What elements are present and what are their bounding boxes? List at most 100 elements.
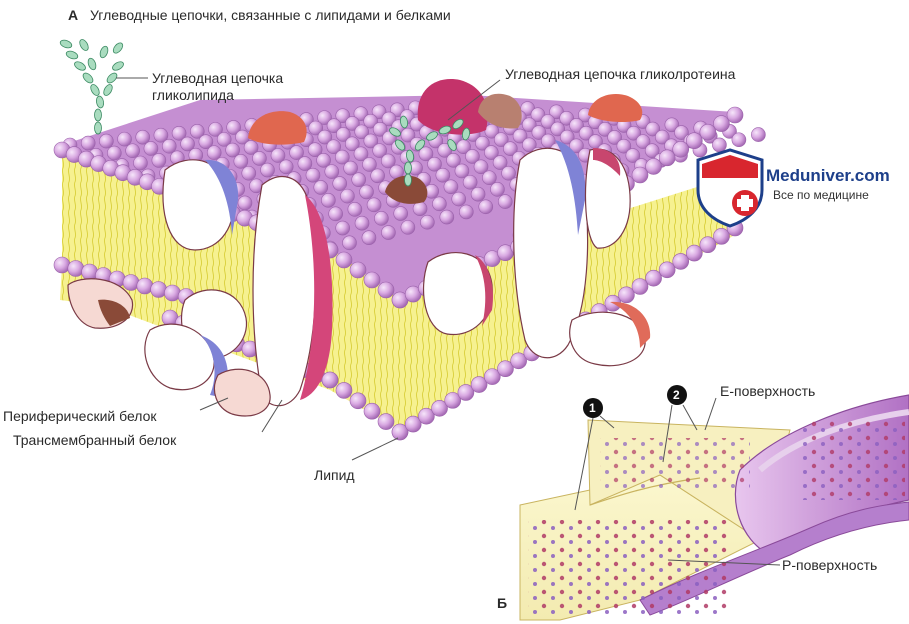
sugar-unit xyxy=(95,95,105,109)
panel-b-letter: Б xyxy=(497,595,508,611)
lipid-head xyxy=(699,236,717,254)
peripheral-protein-left-shadow xyxy=(98,299,130,326)
lipid-head xyxy=(492,155,508,170)
lipid-head xyxy=(462,174,478,190)
lipid-head xyxy=(198,134,214,149)
lipid-head xyxy=(437,142,453,158)
sugar-unit xyxy=(414,139,426,151)
lipid-head xyxy=(454,163,470,179)
e-face-particles xyxy=(600,438,750,488)
lipid-head xyxy=(484,145,499,160)
lipid-head xyxy=(125,143,140,159)
lipid-head xyxy=(278,159,294,175)
lipid-head xyxy=(216,132,232,147)
protein-left-upper-side xyxy=(205,159,239,235)
lipid-head xyxy=(658,261,676,279)
lipid-head xyxy=(340,188,355,204)
lipid-head xyxy=(321,371,339,389)
sugar-unit xyxy=(394,139,406,151)
carbohydrate-chains xyxy=(59,39,471,187)
sugar-unit xyxy=(94,121,102,135)
lipid-head xyxy=(332,176,348,191)
lipid-head xyxy=(550,121,566,137)
lipid-head xyxy=(150,281,167,298)
lipid-head xyxy=(381,225,396,240)
lipid-head xyxy=(374,211,389,226)
lipid-head xyxy=(354,215,370,231)
lipid-head xyxy=(530,107,546,122)
lipid-head xyxy=(645,158,662,175)
p-face-particles xyxy=(528,520,728,615)
panel-a-letter: А xyxy=(68,7,79,23)
protein-right-bottom-side xyxy=(610,301,651,348)
sugar-unit xyxy=(438,125,452,135)
label-e-surface: Е-поверхность xyxy=(720,383,816,399)
lipid-head xyxy=(531,125,547,140)
lipid-head xyxy=(361,230,377,245)
lipid-head xyxy=(482,170,497,186)
sugar-unit xyxy=(79,39,89,51)
lipid-head xyxy=(521,117,537,133)
transmembrane-protein xyxy=(252,176,316,407)
lipid-head xyxy=(446,153,461,168)
leader-e-surface xyxy=(704,397,717,431)
lipid-head xyxy=(490,182,505,197)
lipid-head xyxy=(501,165,516,181)
lipid-head xyxy=(289,145,304,160)
lipid-head xyxy=(493,132,509,147)
lipid-head xyxy=(631,278,649,295)
lipid-head xyxy=(297,156,313,171)
lipid-head xyxy=(335,220,350,236)
lipid-head xyxy=(370,168,385,184)
lipid-head xyxy=(107,145,122,161)
label-peripheral-protein: Периферический белок xyxy=(3,408,157,424)
sugar-unit xyxy=(112,61,124,71)
lipid-head xyxy=(143,141,159,156)
lipid-head xyxy=(335,127,351,142)
lipid-head xyxy=(241,165,257,181)
sugar-unit xyxy=(74,61,86,71)
sugar-unit xyxy=(94,108,102,122)
lipid-head xyxy=(363,271,381,289)
lipid-head xyxy=(465,149,480,164)
lipid-head xyxy=(317,129,333,145)
lipid-head xyxy=(363,133,379,149)
leader-marker-2a xyxy=(662,404,673,463)
protein-right-white xyxy=(422,251,493,336)
lipid-head xyxy=(483,368,501,385)
protein-far-right-blue xyxy=(555,140,586,235)
lipid-head xyxy=(317,110,332,125)
lipid-head xyxy=(243,140,259,155)
lipid-head xyxy=(252,151,267,166)
label-glycolipid-chain: Углеводная цепочка гликолипида xyxy=(152,70,283,104)
lipid-head xyxy=(713,228,730,245)
sugar-unit xyxy=(106,72,118,84)
lipid-head xyxy=(626,125,641,141)
lipid-head xyxy=(372,121,388,137)
lipid-head xyxy=(344,136,360,152)
lipid-head xyxy=(335,382,353,399)
lipid-head xyxy=(569,138,584,154)
sugar-unit xyxy=(426,131,438,141)
sugar-unit xyxy=(59,39,73,49)
lipid-head xyxy=(645,121,661,137)
protein-right-white-side xyxy=(475,255,494,326)
glycoprotein-dome xyxy=(417,79,488,135)
lipid-head xyxy=(497,194,513,209)
watermark-name: Meduniver.com xyxy=(766,166,890,185)
lipid-head xyxy=(497,360,514,378)
leader-marker-1b xyxy=(599,415,615,429)
lipid-head xyxy=(578,125,594,141)
lipid-head xyxy=(345,116,360,131)
lipid-head xyxy=(334,149,350,165)
lipid-head xyxy=(363,402,381,420)
lipid-head xyxy=(362,157,377,172)
lipid-head xyxy=(67,260,85,277)
lipid-head xyxy=(726,106,744,124)
marker-2-badge xyxy=(667,385,687,405)
lipid-head xyxy=(618,286,635,304)
lipid-head xyxy=(326,118,342,134)
protein-far-right-pink-side xyxy=(593,148,621,176)
peripheral-protein-lower xyxy=(144,323,215,391)
